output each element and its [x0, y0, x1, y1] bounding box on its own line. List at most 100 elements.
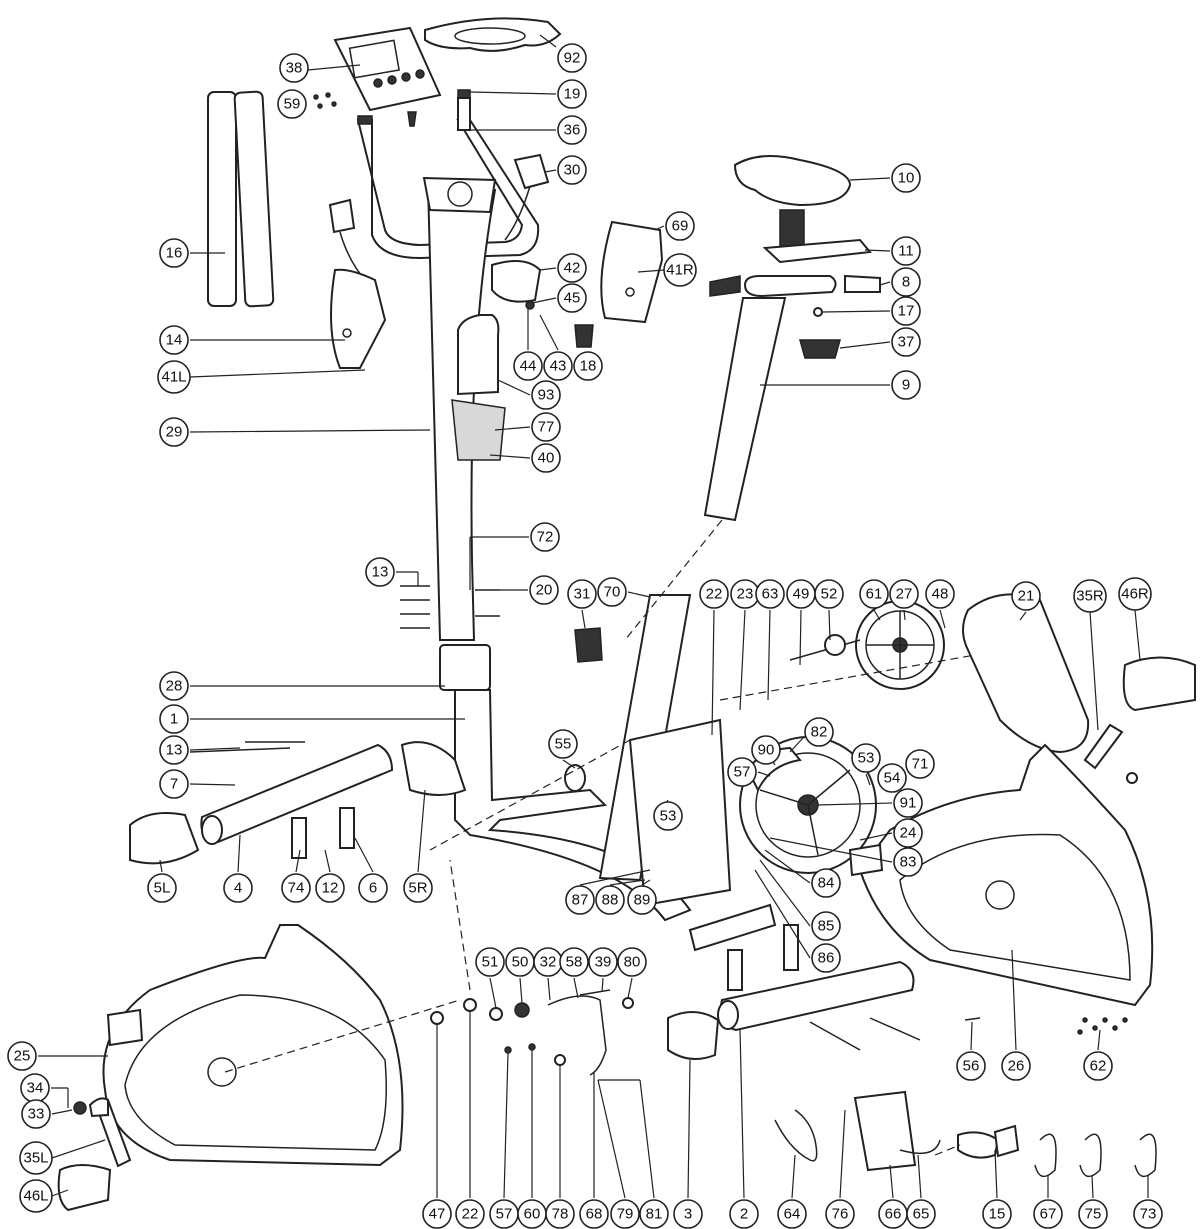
- callout-label: 6: [369, 880, 377, 897]
- end-cap-right-part: [400, 741, 467, 796]
- callout-19: 19: [557, 79, 587, 109]
- callout-circle: [1073, 579, 1107, 613]
- callout-45: 45: [557, 283, 587, 313]
- callout-label: 85: [818, 918, 835, 935]
- callout-label: 47: [429, 1206, 446, 1223]
- callout-circle: [557, 253, 587, 283]
- callout-label: 69: [672, 218, 689, 235]
- callout-74: 74: [281, 873, 311, 903]
- callout-label: 66: [885, 1206, 902, 1223]
- callout-40: 40: [531, 443, 561, 473]
- callout-4: 4: [223, 873, 253, 903]
- callout-circle: [159, 735, 189, 765]
- callout-25: 25: [7, 1041, 37, 1071]
- callout-label: 17: [898, 303, 915, 320]
- callout-38: 38: [279, 53, 309, 83]
- callout-41L: 41L: [157, 360, 191, 394]
- callout-circle: [531, 443, 561, 473]
- callout-65: 65: [906, 1199, 936, 1229]
- callout-29: 29: [159, 417, 189, 447]
- callout-circle: [811, 943, 841, 973]
- pedal-right-part: [1122, 656, 1196, 712]
- callout-circle: [557, 283, 587, 313]
- callout-8: 8: [891, 267, 921, 297]
- callout-86: 86: [811, 943, 841, 973]
- callout-label: 57: [734, 764, 751, 781]
- callout-label: 34: [27, 1080, 44, 1097]
- callout-circle: [1033, 1199, 1063, 1229]
- callout-label: 9: [902, 377, 910, 394]
- callout-label: 89: [634, 892, 651, 909]
- callout-label: 58: [566, 954, 583, 971]
- callout-label: 24: [900, 825, 917, 842]
- callout-circle: [403, 873, 433, 903]
- callout-circle: [1133, 1199, 1163, 1229]
- callout-circle: [891, 267, 921, 297]
- right-cover-part: [858, 743, 1154, 1007]
- callout-label: 27: [896, 586, 913, 603]
- callout-label: 40: [538, 450, 555, 467]
- callout-circle: [627, 885, 657, 915]
- callout-circle: [159, 704, 189, 734]
- callout-label: 62: [1090, 1058, 1107, 1075]
- callout-label: 80: [624, 954, 641, 971]
- callout-label: 35L: [23, 1150, 48, 1167]
- callout-circle: [727, 757, 757, 787]
- callout-label: 50: [512, 954, 529, 971]
- callout-51: 51: [475, 947, 505, 977]
- callout-label: 19: [564, 86, 581, 103]
- callout-76: 76: [825, 1199, 855, 1229]
- callout-31: 31: [567, 579, 597, 609]
- callout-37: 37: [891, 327, 921, 357]
- callout-label: 13: [166, 742, 183, 759]
- callout-circle: [811, 911, 841, 941]
- callout-circle: [755, 579, 785, 609]
- callout-83: 83: [893, 847, 923, 877]
- callout-60: 60: [517, 1199, 547, 1229]
- callout-92: 92: [557, 43, 587, 73]
- callout-circle: [1001, 1051, 1031, 1081]
- callout-15: 15: [982, 1199, 1012, 1229]
- callout-18: 18: [573, 351, 603, 381]
- callout-label: 54: [884, 770, 901, 787]
- callout-50: 50: [505, 947, 535, 977]
- callout-circle: [814, 579, 844, 609]
- callout-87: 87: [565, 885, 595, 915]
- callout-label: 57: [496, 1206, 513, 1223]
- callout-6: 6: [358, 873, 388, 903]
- callout-circle: [653, 801, 683, 831]
- callout-circle: [559, 947, 589, 977]
- callout-circle: [567, 579, 597, 609]
- callout-label: 70: [604, 584, 621, 601]
- callout-52: 52: [814, 579, 844, 609]
- callout-label: 22: [462, 1206, 479, 1223]
- callout-circle: [891, 296, 921, 326]
- callout-59: 59: [277, 89, 307, 119]
- callout-circle: [223, 873, 253, 903]
- callout-34: 34: [20, 1073, 50, 1103]
- callout-24: 24: [893, 818, 923, 848]
- callout-circle: [557, 115, 587, 145]
- callout-42: 42: [557, 253, 587, 283]
- callout-circle: [315, 873, 345, 903]
- sensor-board-part: [853, 1090, 917, 1172]
- callout-90: 90: [751, 735, 781, 765]
- callout-91: 91: [893, 788, 923, 818]
- callout-label: 22: [706, 586, 723, 603]
- callout-71: 71: [905, 749, 935, 779]
- callout-label: 13: [372, 564, 389, 581]
- callout-66: 66: [878, 1199, 908, 1229]
- callout-44: 44: [513, 351, 543, 381]
- callout-circle: [277, 89, 307, 119]
- callout-label: 75: [1085, 1206, 1102, 1223]
- callout-label: 31: [574, 586, 591, 603]
- power-adapter-part: [957, 1131, 1000, 1159]
- callout-label: 51: [482, 954, 499, 971]
- callout-label: 86: [818, 950, 835, 967]
- callout-21: 21: [1011, 581, 1041, 611]
- callout-circle: [548, 729, 578, 759]
- callout-53: 53: [653, 801, 683, 831]
- callout-13: 13: [159, 735, 189, 765]
- callout-circle: [1078, 1199, 1108, 1229]
- callout-circle: [455, 1199, 485, 1229]
